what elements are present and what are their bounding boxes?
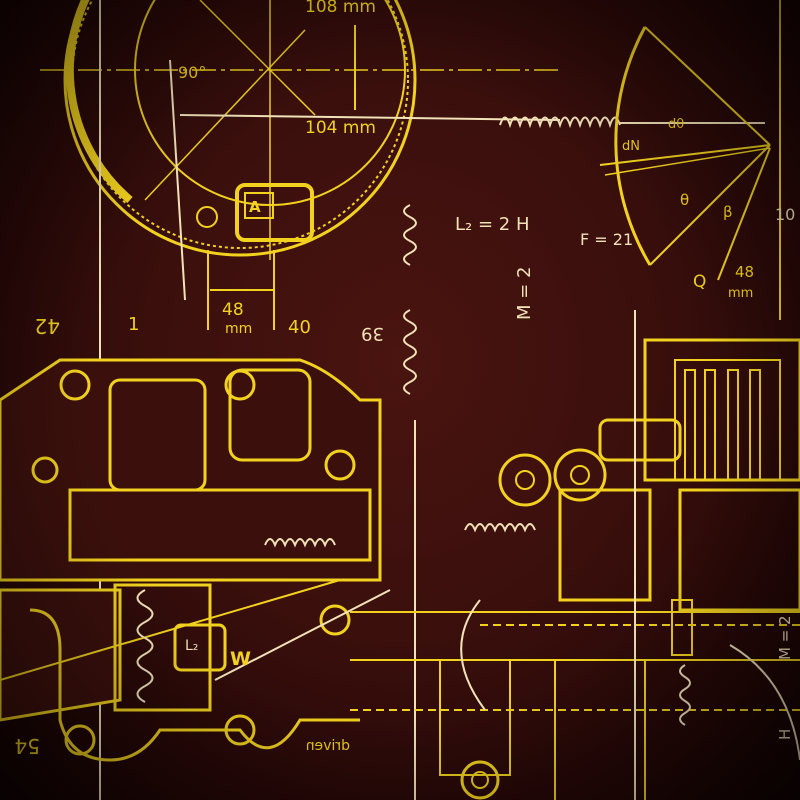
dim-48-unit: mm (225, 321, 252, 337)
beta-label: β (723, 203, 733, 221)
dim-108-label: 108 mm (305, 0, 376, 17)
dim-104-label: 104 mm (305, 118, 376, 138)
dim-48-right-label: 48 (735, 263, 754, 281)
part-1-label: 1 (128, 314, 139, 335)
part-42-label: 42 (35, 314, 60, 338)
q-vector-label: Q (693, 272, 706, 292)
f-value-label: F = 21 (580, 230, 633, 249)
dn-label: dN (622, 139, 640, 154)
driven-label: driven (306, 738, 350, 754)
weight-label: W (230, 648, 251, 670)
mutual-right-label: M = 2 (776, 615, 794, 660)
part-54-label: 54 (15, 734, 40, 758)
angle-90-label: 90° (178, 63, 206, 82)
housing-assembly (0, 358, 391, 762)
d-theta-label: dθ (668, 117, 684, 132)
mutual-label: M = 2 (514, 266, 535, 320)
theta-label: θ (680, 191, 689, 209)
clutch-assembly (350, 310, 800, 800)
dim-48-right-unit: mm (728, 286, 753, 301)
part-39-label: 39 (361, 323, 384, 344)
l2-lower-label: L₂ (185, 638, 198, 654)
dim-48-label: 48 (222, 300, 244, 320)
part-40-label: 40 (288, 317, 311, 338)
h-right-label: H (776, 729, 794, 740)
ten-label: 10 (775, 205, 795, 224)
box-a-label: A (249, 198, 261, 216)
inductance-label: L₂ = 2 H (455, 214, 529, 235)
